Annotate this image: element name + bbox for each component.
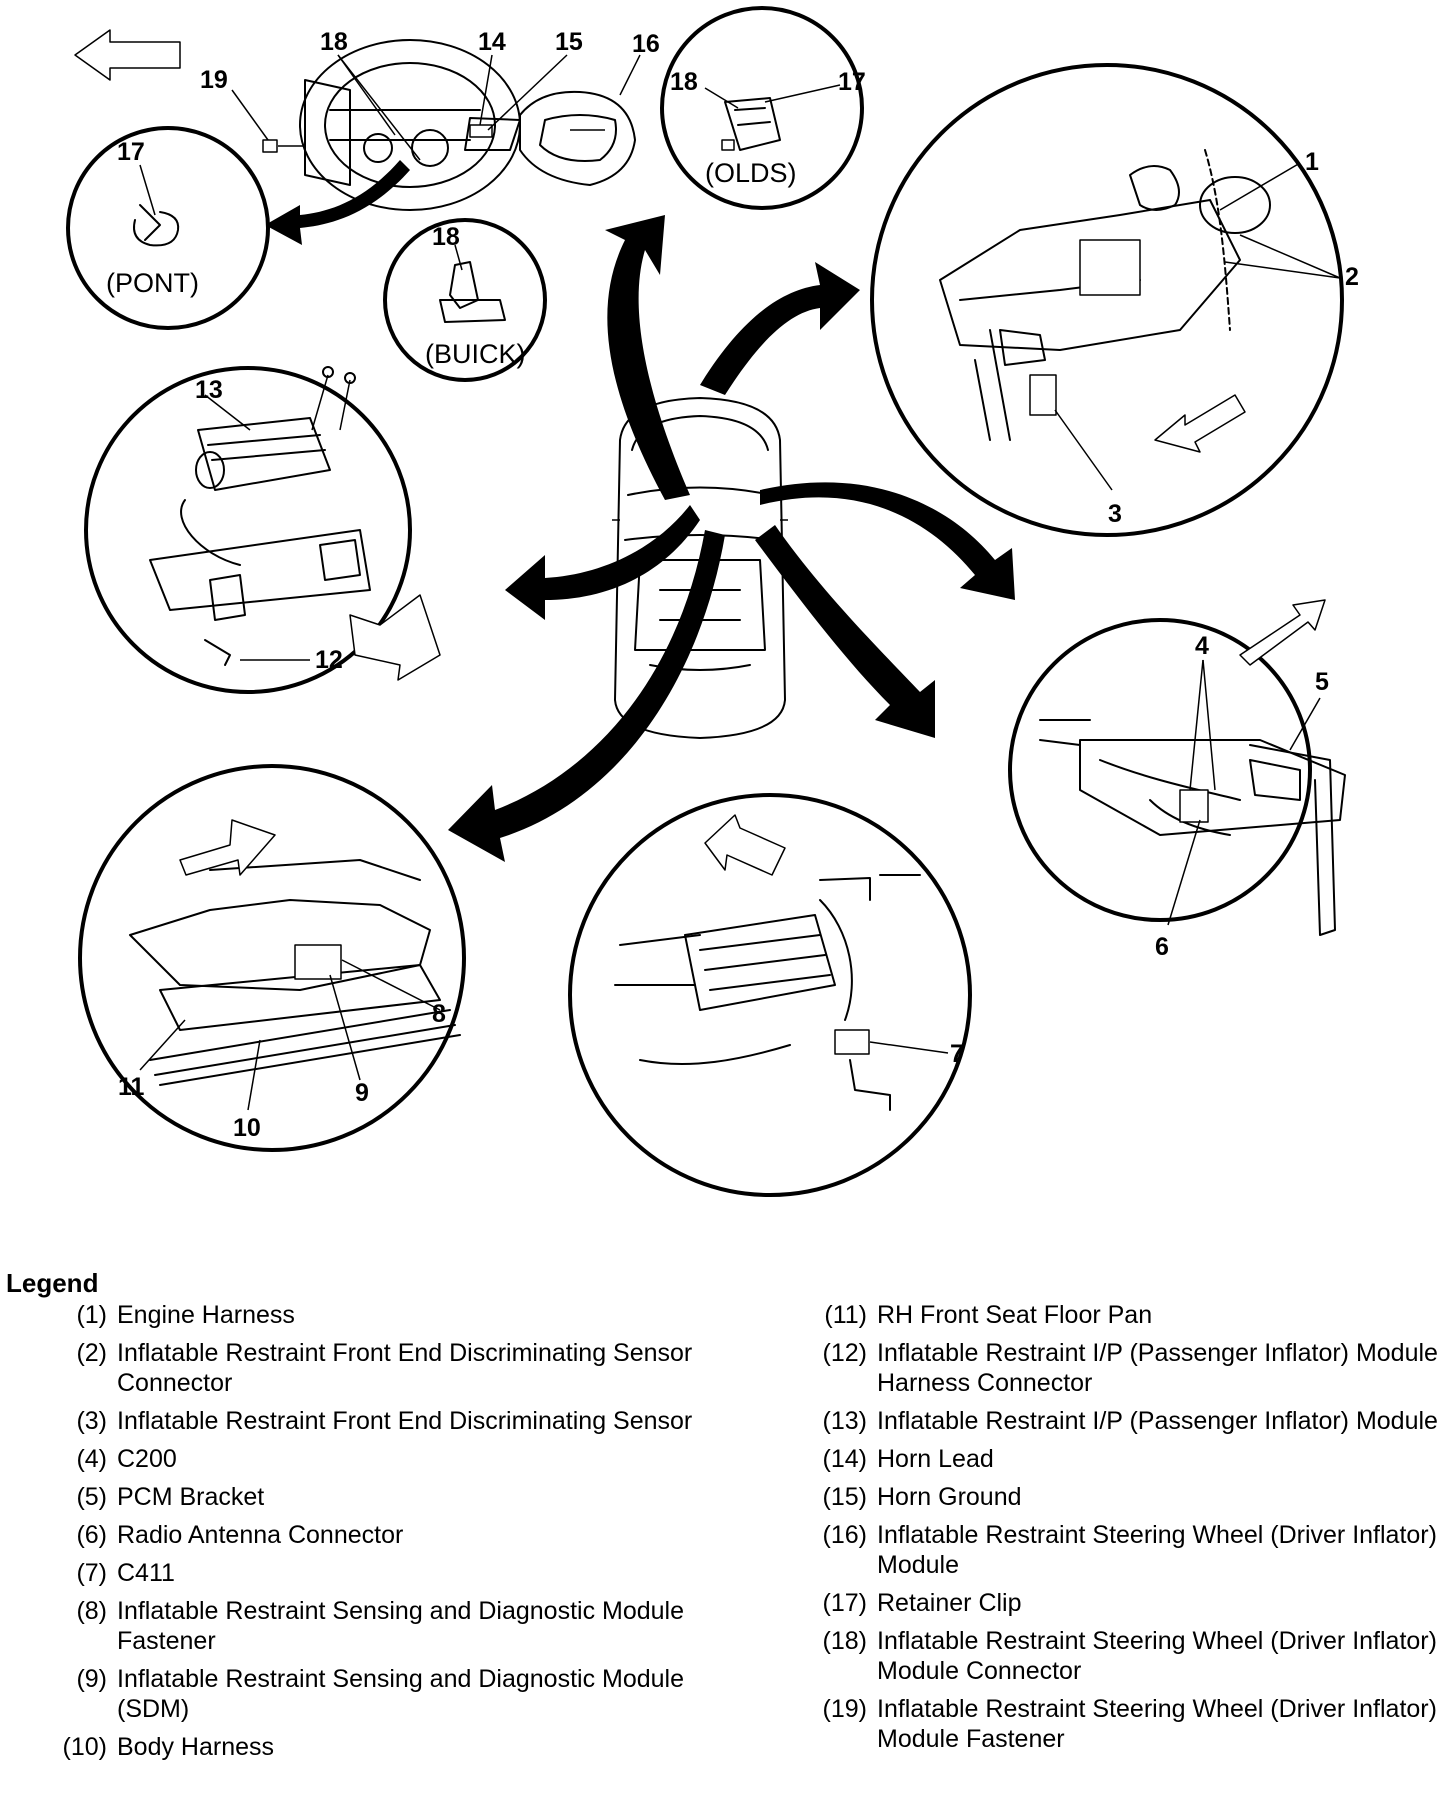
legend-item: (3) Inflatable Restraint Front End Discri… [40, 1406, 700, 1436]
legend-item-number: (8) [76, 1597, 107, 1625]
legend-item-text: PCM Bracket [117, 1483, 265, 1511]
callout-12: 12 [315, 646, 343, 674]
legend-item: (5) PCM Bracket [40, 1482, 700, 1512]
legend-item: (9) Inflatable Restraint Sensing and Diag… [40, 1664, 700, 1724]
detail-circle-ip-module [84, 366, 441, 694]
callout-18-top: 18 [320, 28, 348, 56]
legend-item: (4) C200 [40, 1444, 700, 1474]
legend-item-text: Inflatable Restraint Steering Wheel (Dri… [877, 1521, 1437, 1579]
callout-18-olds: 18 [670, 68, 698, 96]
legend-item-number: (16) [822, 1521, 867, 1549]
legend-item-text: C200 [117, 1445, 177, 1473]
legend-item-text: RH Front Seat Floor Pan [877, 1301, 1153, 1329]
legend-item-text: Inflatable Restraint I/P (Passenger Infl… [877, 1407, 1438, 1435]
view-direction-arrow-icon [74, 29, 181, 81]
detail-circle-olds [660, 6, 864, 210]
callout-11: 11 [118, 1073, 145, 1101]
legend-item-text: Inflatable Restraint Steering Wheel (Dri… [877, 1695, 1437, 1753]
detail-circle-c411 [568, 793, 972, 1197]
brand-label-olds: (OLDS) [705, 158, 797, 188]
legend-item-number: (7) [76, 1559, 107, 1587]
legend-item: (13) Inflatable Restraint I/P (Passenger … [800, 1406, 1450, 1436]
legend-item-text: Inflatable Restraint Front End Discrimin… [117, 1339, 693, 1397]
callout-9: 9 [355, 1079, 369, 1107]
legend-item-number: (10) [62, 1733, 107, 1761]
legend-item-number: (6) [76, 1521, 107, 1549]
detail-circle-engine-compartment [870, 63, 1344, 537]
callout-8: 8 [432, 1000, 446, 1028]
legend-item-number: (17) [822, 1589, 867, 1617]
steering-wheel-view [231, 39, 641, 211]
legend-item-number: (5) [76, 1483, 107, 1511]
callout-7: 7 [950, 1040, 964, 1068]
callout-14: 14 [478, 28, 506, 56]
legend-item-text: C411 [117, 1559, 175, 1587]
legend-item-text: Inflatable Restraint Steering Wheel (Dri… [877, 1627, 1437, 1685]
legend-item: (17) Retainer Clip [800, 1588, 1450, 1618]
legend-right-column: (11) RH Front Seat Floor Pan (12) Inflatabl… [800, 1300, 1450, 1762]
callout-13: 13 [195, 376, 223, 404]
legend-item: (11) RH Front Seat Floor Pan [800, 1300, 1450, 1330]
legend-item-number: (2) [76, 1339, 107, 1367]
legend-item-text: Horn Lead [877, 1445, 994, 1473]
legend-item: (15) Horn Ground [800, 1482, 1450, 1512]
curved-pointer-arrows [448, 215, 1015, 862]
legend-item-text: Radio Antenna Connector [117, 1521, 404, 1549]
legend-item: (14) Horn Lead [800, 1444, 1450, 1474]
legend-item-text: Horn Ground [877, 1483, 1022, 1511]
callout-3: 3 [1108, 500, 1122, 528]
brand-label-pont: (PONT) [106, 268, 199, 298]
callout-17-olds: 17 [838, 68, 866, 96]
detail-circle-pont [66, 126, 270, 330]
legend-item-text: Inflatable Restraint I/P (Passenger Infl… [877, 1339, 1438, 1397]
callout-17-pont: 17 [117, 138, 145, 166]
legend-item-text: Engine Harness [117, 1301, 295, 1329]
legend-item-number: (15) [822, 1483, 867, 1511]
callout-16: 16 [632, 30, 660, 58]
legend-item-number: (1) [76, 1301, 107, 1329]
legend-item-text: Inflatable Restraint Sensing and Diagnos… [117, 1597, 685, 1655]
legend-item-number: (4) [76, 1445, 107, 1473]
legend-item: (19) Inflatable Restraint Steering Wheel … [800, 1694, 1450, 1754]
legend-item-text: Inflatable Restraint Sensing and Diagnos… [117, 1665, 685, 1723]
legend-item-number: (9) [76, 1665, 107, 1693]
legend-item-number: (19) [822, 1695, 867, 1723]
callout-2: 2 [1345, 263, 1359, 291]
legend-item-number: (3) [76, 1407, 107, 1435]
callout-4: 4 [1195, 632, 1209, 660]
legend-item-number: (18) [822, 1627, 867, 1655]
legend-item-text: Inflatable Restraint Front End Discrimin… [117, 1407, 693, 1435]
legend-item-text: Body Harness [117, 1733, 275, 1761]
legend-item: (10) Body Harness [40, 1732, 700, 1762]
callout-19: 19 [200, 66, 228, 94]
legend-item: (6) Radio Antenna Connector [40, 1520, 700, 1550]
legend-item: (8) Inflatable Restraint Sensing and Diag… [40, 1596, 700, 1656]
legend-item-number: (12) [822, 1339, 867, 1367]
legend-item: (7) C411 [40, 1558, 700, 1588]
detail-circle-pcm-bracket [1008, 599, 1346, 936]
component-locator-diagram: 18 14 15 16 19 17 (PONT) 18 (BUICK) 18 1… [66, 6, 1359, 1197]
legend-item: (16) Inflatable Restraint Steering Wheel … [800, 1520, 1450, 1580]
callout-10: 10 [233, 1114, 261, 1142]
curved-pointer-arrow-icon [265, 160, 410, 245]
legend-item: (12) Inflatable Restraint I/P (Passenger … [800, 1338, 1450, 1398]
legend-item-text: Retainer Clip [877, 1589, 1022, 1617]
callout-5: 5 [1315, 668, 1329, 696]
legend-item: (1) Engine Harness [40, 1300, 700, 1330]
legend-item: (18) Inflatable Restraint Steering Wheel … [800, 1626, 1450, 1686]
legend-title: Legend [6, 1268, 99, 1298]
legend-item: (2) Inflatable Restraint Front End Discri… [40, 1338, 700, 1398]
legend-item-number: (11) [824, 1301, 867, 1329]
callout-1: 1 [1305, 148, 1319, 176]
detail-circle-sdm [78, 764, 466, 1152]
legend-left-column: (1) Engine Harness (2) Inflatable Restraint… [40, 1300, 700, 1770]
callout-15: 15 [555, 28, 583, 56]
detail-circle-buick [383, 218, 547, 382]
callout-18-buick: 18 [432, 223, 460, 251]
brand-label-buick: (BUICK) [425, 339, 526, 369]
legend-item-number: (13) [822, 1407, 867, 1435]
callout-6: 6 [1155, 933, 1169, 961]
legend-item-number: (14) [822, 1445, 867, 1473]
